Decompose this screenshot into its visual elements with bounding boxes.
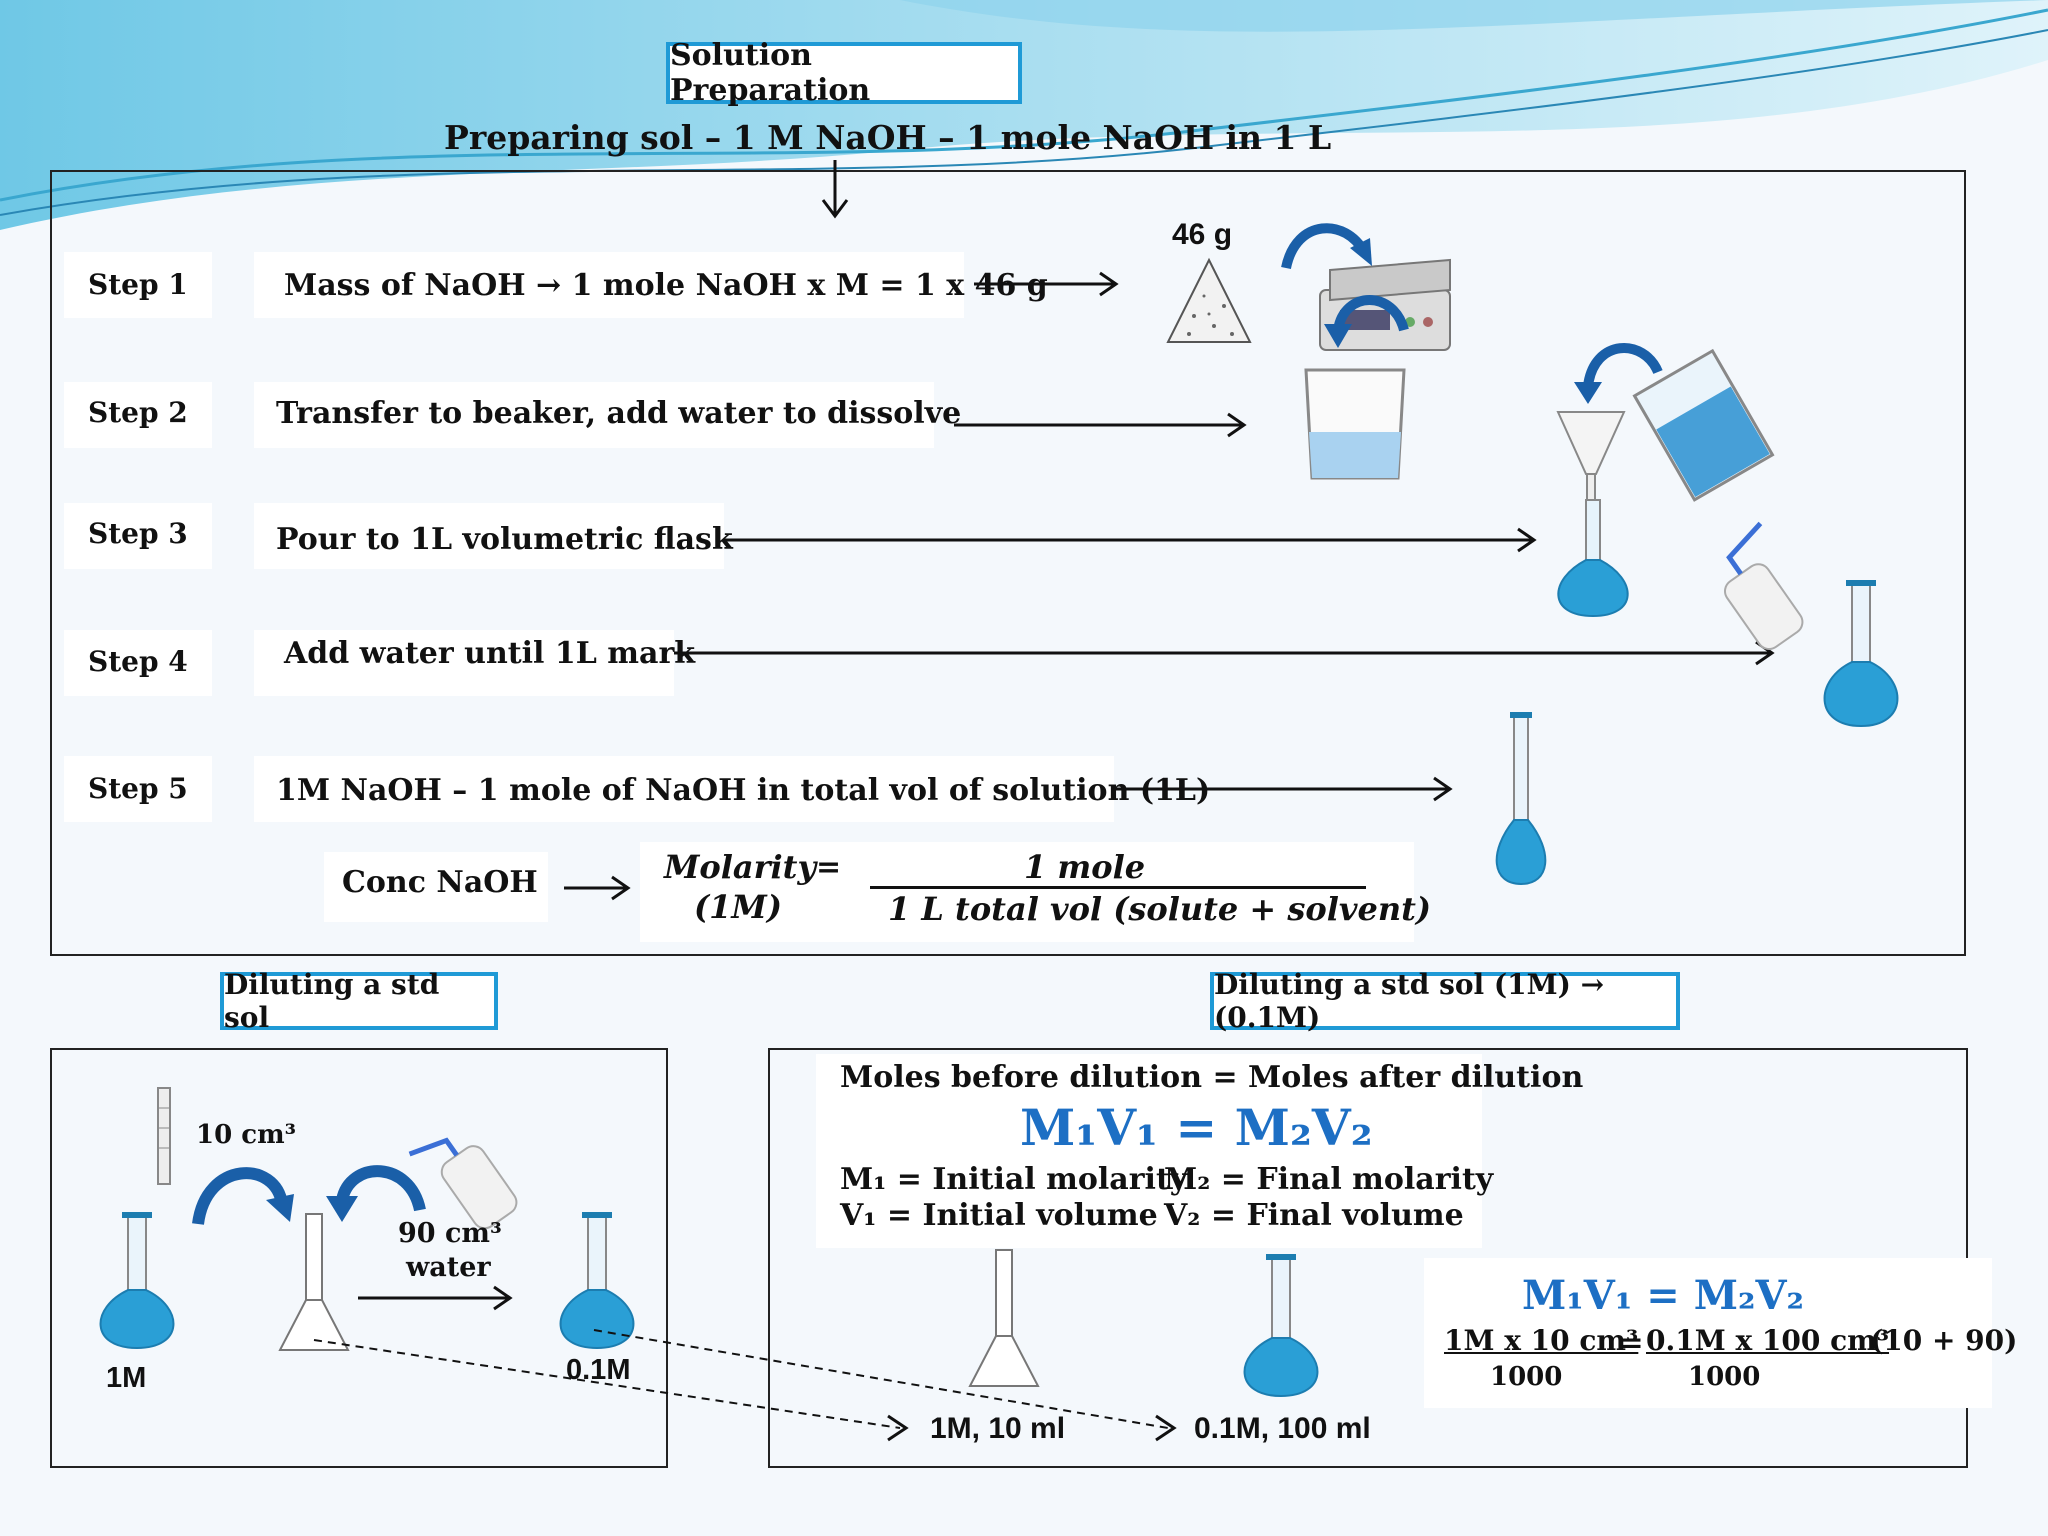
dilution-left-frame [50,1048,668,1468]
curved-arrow-icon [1281,223,1372,270]
stock-flask-icon [99,1212,175,1350]
subtitle: Preparing sol – 1 M NaOH – 1 mole NaOH i… [444,118,1332,157]
water-volume-label: 90 cm³ [398,1218,502,1249]
step-1-label: Step 1 [88,268,188,301]
step-label-panel-4 [64,630,212,696]
empty-flask-icon [278,1213,350,1351]
step-label-panel-3 [64,503,212,569]
wash-bottle-icon [408,1137,518,1230]
wash-bottle-icon [1724,521,1804,650]
step-label-panel-1 [64,252,212,318]
step-5-label: Step 5 [88,772,188,805]
dilution-left-title-text: Diluting a std sol [224,968,440,1034]
moles-statement: Moles before dilution = Moles after dilu… [840,1060,1584,1095]
step-4-text: Add water until 1L mark [284,636,696,671]
curved-arrow-icon [192,1167,294,1226]
step-text-panel-2 [254,382,934,448]
step-text-panel-3 [254,503,724,569]
volumetric-flask-icon [1557,499,1629,618]
dilution-arrow [358,1285,513,1311]
main-steps-frame [50,170,1966,956]
calc-note: (10 + 90) [1870,1324,2018,1357]
equals-sign: = [816,850,842,885]
pipette-volume-label: 10 cm³ [196,1120,296,1150]
molarity-unit: (1M) [694,888,782,926]
step-3-text: Pour to 1L volumetric flask [276,522,733,557]
calculation-panel [1424,1258,1992,1408]
step-5-text: 1M NaOH – 1 mole of NaOH in total vol of… [276,773,1211,808]
dilution-formula: M₁V₁ = M₂V₂ [1020,1098,1373,1157]
dilution-formula-small: M₁V₁ = M₂V₂ [1522,1272,1805,1319]
page-title-text: Solution Preparation [670,38,871,108]
curved-arrow-icon [1324,295,1409,348]
curved-arrow-icon [326,1165,426,1222]
v2-definition: V₂ = Final volume [1164,1198,1464,1233]
calc-equals: = [1620,1326,1644,1359]
curved-arrow-icon [1574,343,1663,404]
down-arrow-icon [821,160,849,219]
flask-1-label: 1M, 10 ml [930,1412,1066,1445]
fraction-numerator: 1 mole [1024,848,1146,886]
step-text-panel-4 [254,630,674,696]
calc-left: 1M x 10 cm³ [1444,1324,1639,1357]
dilution-left-title: Diluting a std sol [220,968,498,1034]
m2-definition: M₂ = Final molarity [1164,1162,1494,1197]
step-text-panel-1 [254,252,964,318]
calc-denominator-left: 1000 [1490,1362,1563,1392]
empty-flask-icon [968,1249,1040,1387]
step-2-label: Step 2 [88,396,188,429]
m1-definition: M₁ = Initial molarity [840,1162,1188,1197]
definitions-panel [816,1054,1482,1248]
conc-label-panel [324,852,548,922]
step-4-label: Step 4 [88,645,188,678]
flask-2-label: 0.1M, 100 ml [1194,1412,1371,1445]
step-label-panel-2 [64,382,212,448]
pouring-beaker-icon [1632,348,1775,502]
funnel-icon [1556,411,1626,511]
pipette-icon [157,1087,171,1185]
calc-denominator-right: 1000 [1688,1362,1761,1392]
molarity-word: Molarity [664,848,817,886]
step-3-label: Step 3 [88,517,188,550]
volumetric-flask-icon [1823,580,1899,728]
step-text-panel-5 [254,756,1114,822]
fraction-denominator: 1 L total vol (solute + solvent) [888,890,1432,928]
step-1-text: Mass of NaOH → 1 mole NaOH x M = 1 x 46 … [284,268,1048,303]
volumetric-flask-icon [1495,712,1547,886]
water-label: water [406,1252,491,1283]
step-label-panel-5 [64,756,212,822]
beaker-icon [1304,368,1406,480]
label-1m: 1M [106,1362,147,1394]
page-title: Solution Preparation [666,38,1022,108]
header-wave-decoration [0,0,2048,230]
calc-right: 0.1M x 100 cm³ [1646,1324,1890,1357]
step-2-text: Transfer to beaker, add water to dissolv… [276,396,962,431]
molarity-panel [640,842,1414,942]
v1-definition: V₁ = Initial volume [840,1198,1158,1233]
dilution-right-title-text: Diluting a std sol (1M) → (0.1M) [1214,968,1605,1034]
mass-label: 46 g [1172,218,1233,251]
dilution-right-title: Diluting a std sol (1M) → (0.1M) [1210,968,1680,1034]
conc-label: Conc NaOH [342,865,538,900]
diluted-flask-icon [1243,1254,1319,1398]
fraction-bar [870,886,1366,889]
label-01m: 0.1M [566,1354,631,1386]
naoh-pile-icon [1166,257,1252,343]
